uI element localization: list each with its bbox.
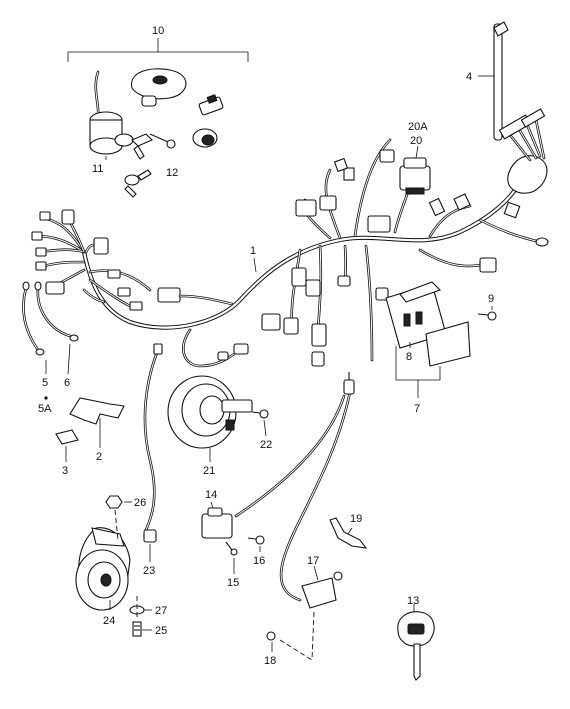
callout-15: 15 xyxy=(227,577,239,589)
screw-18 xyxy=(266,631,276,652)
callout-10: 10 xyxy=(152,25,164,37)
callout-20: 20 xyxy=(410,135,422,147)
wire-leads-5-6 xyxy=(22,281,79,375)
callout-11: 11 xyxy=(92,163,103,175)
callout-16: 16 xyxy=(253,555,265,567)
callout-14: 14 xyxy=(205,489,217,501)
callout-5: 5 xyxy=(42,377,48,389)
terminal-23 xyxy=(143,529,157,562)
regulator-8 xyxy=(385,281,471,398)
callout-5a: 5A xyxy=(38,403,52,415)
callout-13: 13 xyxy=(407,595,419,607)
screw-12 xyxy=(149,133,176,149)
switch-14 xyxy=(201,394,346,574)
callout-12: 12 xyxy=(166,167,178,179)
callout-3: 3 xyxy=(62,465,68,477)
horn-21 xyxy=(143,343,253,532)
bracket-19 xyxy=(329,517,368,549)
sensor-17 xyxy=(279,372,355,661)
callout-17: 17 xyxy=(307,555,319,567)
callout-2: 2 xyxy=(96,451,102,463)
seat-lock-cap xyxy=(131,68,187,107)
horn-24 xyxy=(75,527,131,611)
callout-9: 9 xyxy=(488,293,494,305)
main-wiring-harness xyxy=(31,108,549,368)
bracket-2 xyxy=(69,397,125,448)
relay-20 xyxy=(399,145,431,195)
callout-6: 6 xyxy=(64,377,70,389)
callout-4: 4 xyxy=(466,71,472,83)
callout-18: 18 xyxy=(264,655,276,667)
callout-24: 24 xyxy=(103,615,115,627)
key-13 xyxy=(397,604,435,681)
callout-5-dot xyxy=(44,396,48,400)
bolt-22 xyxy=(251,409,269,437)
bolt-9 xyxy=(477,306,497,321)
harness-clamp-strap xyxy=(478,21,509,141)
callout-19: 19 xyxy=(350,513,362,525)
callout-23: 23 xyxy=(143,565,155,577)
callout-22: 22 xyxy=(260,439,272,451)
lock-cylinder-small xyxy=(192,94,224,148)
callout-25: 25 xyxy=(155,625,167,637)
callout-20a: 20A xyxy=(408,121,428,133)
cushion-3 xyxy=(55,429,79,462)
washer-27 xyxy=(129,605,152,615)
callout-8: 8 xyxy=(406,351,412,363)
callout-21: 21 xyxy=(203,465,215,477)
ignition-switch-set-bracket xyxy=(67,38,249,62)
nut-26 xyxy=(105,495,132,541)
callout-7: 7 xyxy=(414,403,420,415)
bolt-25 xyxy=(132,596,152,637)
ignition-key-set xyxy=(124,133,153,198)
callout-1: 1 xyxy=(250,245,256,257)
callout-27: 27 xyxy=(155,605,167,617)
screw-16 xyxy=(247,535,265,552)
callout-26: 26 xyxy=(134,497,146,509)
ignition-switch xyxy=(89,70,134,160)
